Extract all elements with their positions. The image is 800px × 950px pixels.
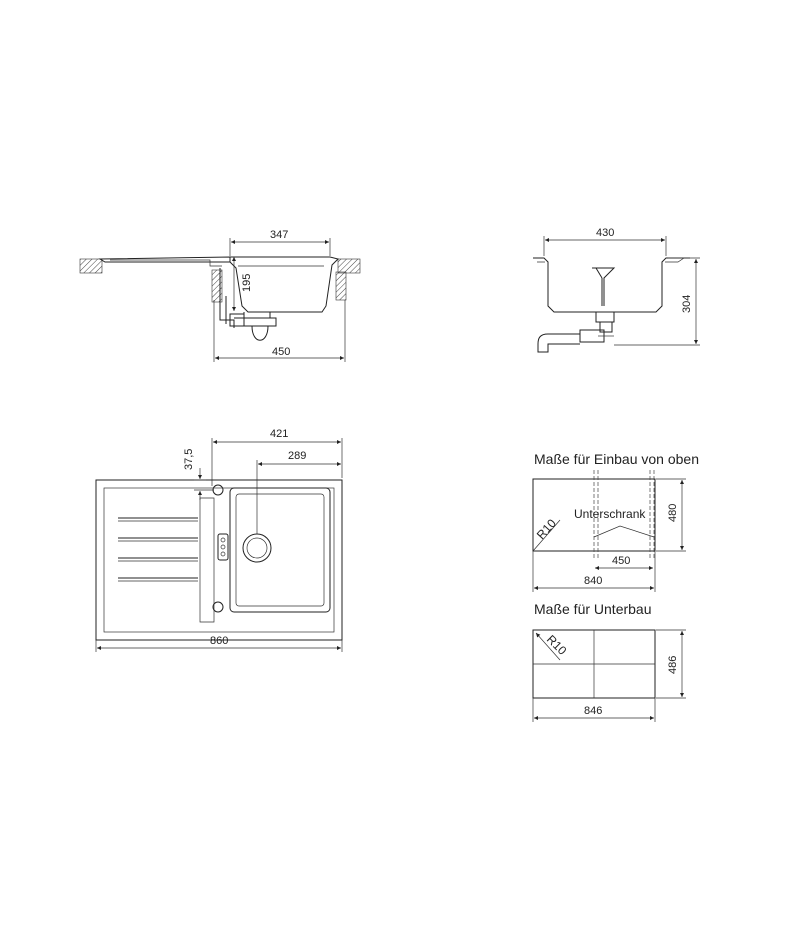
dim-480: 480: [667, 504, 679, 522]
dim-846: 846: [584, 705, 602, 717]
dim-486: 486: [667, 656, 679, 674]
dim-430: 430: [596, 227, 614, 239]
countertop-right-hatch: [337, 258, 361, 274]
cabinet-wall-left: [211, 269, 223, 303]
dim-860: 860: [210, 635, 228, 647]
radius-label-under: R10: [544, 632, 570, 658]
basin: [229, 487, 331, 613]
drainboard-profile: [98, 256, 231, 263]
side-view-right: 430 304: [533, 227, 700, 353]
top-view: 421 289 37,5 860: [95, 428, 343, 652]
dim-450-cutout: 450: [612, 555, 630, 567]
overflow-element: [217, 533, 229, 561]
tap-hole-bottom: [212, 601, 224, 613]
dim-37-5: 37,5: [183, 449, 195, 470]
label-unterschrank: Unterschrank: [574, 507, 646, 521]
dim-450: 450: [272, 346, 290, 358]
dim-289: 289: [288, 450, 306, 462]
dim-195: 195: [241, 274, 253, 292]
countertop-left-hatch: [79, 258, 103, 274]
drainboard-area: [103, 487, 335, 633]
cutout-top-mount: Maße für Einbau von oben R10 Unterschran…: [532, 451, 699, 592]
siphon: [219, 268, 277, 341]
dim-304: 304: [681, 295, 693, 313]
basin-profile: [229, 256, 339, 313]
basin-profile-right: [533, 257, 690, 313]
heading-top-mount: Maße für Einbau von oben: [534, 451, 699, 467]
dim-347: 347: [270, 229, 288, 241]
tap-hole: [212, 484, 224, 496]
dim-840: 840: [584, 575, 602, 587]
sink-outline: [95, 479, 343, 641]
overflow: [592, 267, 616, 306]
dim-421: 421: [270, 428, 288, 440]
radius-label-top: R10: [534, 516, 559, 542]
cutout-undermount: Maße für Unterbau R10 486 846: [532, 601, 686, 722]
side-view-left: 347 195 450: [79, 229, 361, 362]
heading-undermount: Maße für Unterbau: [534, 601, 652, 617]
cabinet-wall-right: [335, 271, 347, 301]
siphon-right: [595, 312, 615, 333]
